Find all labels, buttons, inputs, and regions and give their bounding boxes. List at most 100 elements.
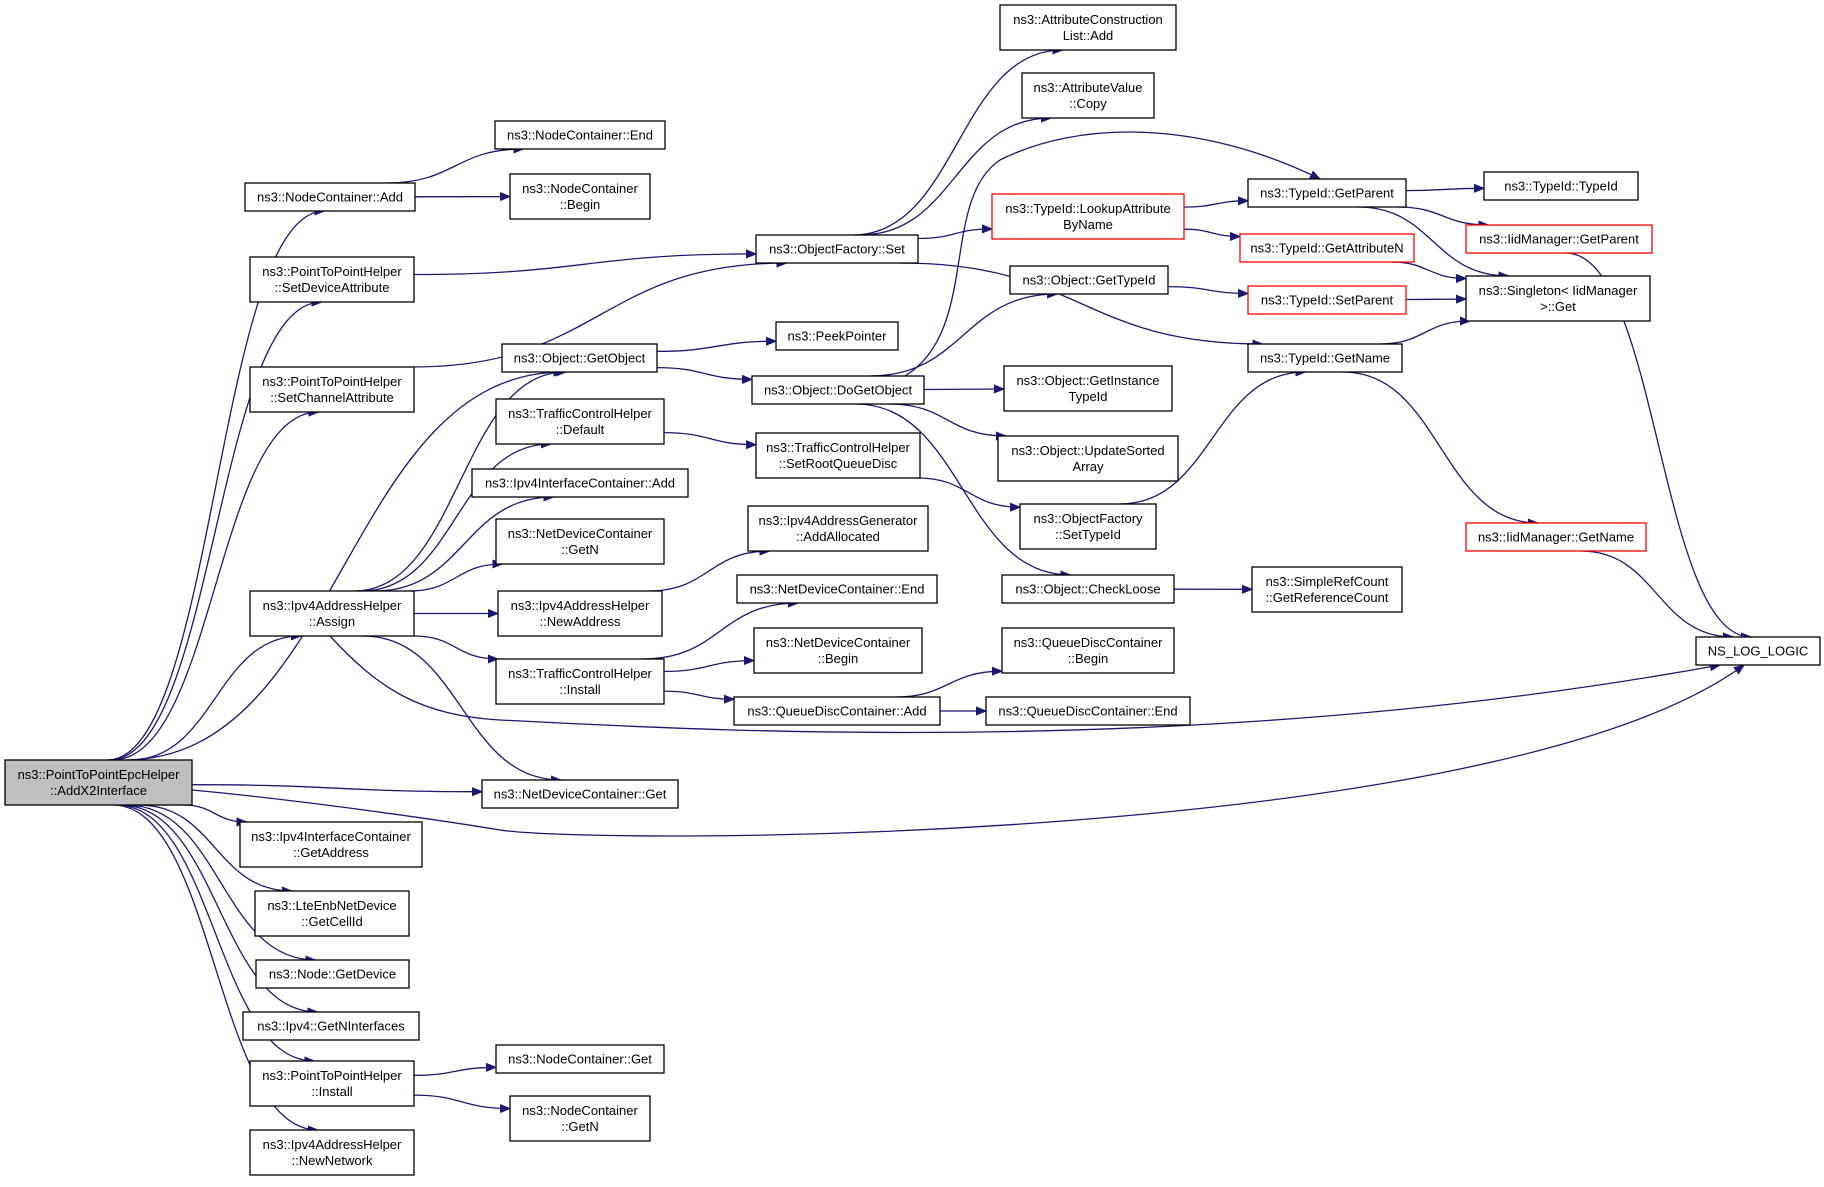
node-label-line: ns3::TrafficControlHelper: [766, 440, 910, 455]
nodes-layer: ns3::PointToPointEpcHelper::AddX2Interfa…: [4, 4, 1821, 1176]
node-p2pSetChan[interactable]: ns3::PointToPointHelper::SetChannelAttri…: [249, 366, 415, 413]
node-label-line: ns3::NetDeviceContainer::End: [750, 582, 925, 597]
node-label-line: ::Install: [559, 682, 600, 697]
node-ncBegin[interactable]: ns3::NodeContainer::Begin: [509, 173, 651, 220]
node-tchDefault[interactable]: ns3::TrafficControlHelper::Default: [495, 398, 665, 445]
node-nodeGetDevice[interactable]: ns3::Node::GetDevice: [255, 959, 410, 989]
node-label-line: ::SetChannelAttribute: [270, 390, 394, 405]
node-box: [1001, 627, 1175, 674]
node-box: [753, 627, 923, 674]
node-objGetTypeId[interactable]: ns3::Object::GetTypeId: [1009, 265, 1169, 295]
node-nsLogLogic[interactable]: NS_LOG_LOGIC: [1695, 636, 1821, 666]
edge-objDoGet-to-objGetInst: [923, 389, 1004, 390]
node-ipv4GenAlloc[interactable]: ns3::Ipv4AddressGenerator::AddAllocated: [747, 505, 929, 552]
node-ipv4icAdd[interactable]: ns3::Ipv4InterfaceContainer::Add: [471, 468, 689, 498]
node-label-line: ::Default: [556, 422, 605, 437]
edge-ofSet-to-aclAdd: [852, 50, 1063, 236]
node-avCopy[interactable]: ns3::AttributeValue::Copy: [1021, 72, 1155, 119]
node-label-line: ::Install: [311, 1084, 352, 1099]
node-iidGetParent[interactable]: ns3::IidManager::GetParent: [1465, 224, 1653, 254]
node-ipv4GetNIf[interactable]: ns3::Ipv4::GetNInterfaces: [242, 1011, 420, 1041]
node-box: [495, 658, 665, 705]
node-label-line: ns3::TypeId::TypeId: [1504, 179, 1617, 194]
node-ofSet[interactable]: ns3::ObjectFactory::Set: [755, 234, 919, 264]
node-objDoGet[interactable]: ns3::Object::DoGetObject: [751, 375, 925, 405]
node-label-line: ::SetTypeId: [1055, 527, 1121, 542]
node-objCheckLoose[interactable]: ns3::Object::CheckLoose: [1001, 574, 1175, 604]
node-label-line: ns3::AttributeConstruction: [1013, 12, 1163, 27]
node-label-line: ::GetReferenceCount: [1266, 590, 1389, 605]
edge-iidGetName-to-nsLogLogic: [1580, 550, 1733, 637]
node-label-line: ::Copy: [1069, 96, 1107, 111]
node-tidTypeId[interactable]: ns3::TypeId::TypeId: [1483, 171, 1639, 201]
node-p2pSetDev[interactable]: ns3::PointToPointHelper::SetDeviceAttrib…: [249, 256, 415, 303]
node-qdcEnd[interactable]: ns3::QueueDiscContainer::End: [985, 696, 1191, 726]
node-box: [1247, 285, 1407, 315]
node-ipv4icGetAddr[interactable]: ns3::Ipv4InterfaceContainer::GetAddress: [239, 821, 423, 868]
edge-objDoGet-to-objGetTypeId: [869, 294, 1057, 377]
node-ipv4NewAddr[interactable]: ns3::Ipv4AddressHelper::NewAddress: [497, 590, 663, 637]
node-box: [1465, 224, 1653, 254]
node-tchSetRoot[interactable]: ns3::TrafficControlHelper::SetRootQueueD…: [755, 432, 921, 479]
node-ndcEnd[interactable]: ns3::NetDeviceContainer::End: [736, 574, 938, 604]
node-ncGet[interactable]: ns3::NodeContainer::Get: [495, 1044, 665, 1074]
node-ipv4NewNet[interactable]: ns3::Ipv4AddressHelper::NewNetwork: [249, 1129, 415, 1176]
node-objGetObject[interactable]: ns3::Object::GetObject: [501, 343, 658, 373]
node-ndcBegin[interactable]: ns3::NetDeviceContainer::Begin: [753, 627, 923, 674]
node-ofSetTypeId[interactable]: ns3::ObjectFactory::SetTypeId: [1019, 503, 1157, 550]
node-ipv4Assign[interactable]: ns3::Ipv4AddressHelper::Assign: [249, 590, 415, 637]
node-label-line: ns3::Object::GetTypeId: [1023, 273, 1156, 288]
node-tidGetAttrN[interactable]: ns3::TypeId::GetAttributeN: [1239, 233, 1415, 263]
node-ncGetN[interactable]: ns3::NodeContainer::GetN: [509, 1095, 651, 1142]
node-label-line: ns3::PointToPointHelper: [262, 374, 402, 389]
node-box: [775, 321, 899, 351]
edge-root-to-ipv4icGetAddr: [182, 804, 247, 822]
node-tidSetParent[interactable]: ns3::TypeId::SetParent: [1247, 285, 1407, 315]
node-root[interactable]: ns3::PointToPointEpcHelper::AddX2Interfa…: [4, 759, 193, 806]
node-lteGetCellId[interactable]: ns3::LteEnbNetDevice::GetCellId: [254, 890, 410, 937]
node-peekPtr[interactable]: ns3::PeekPointer: [775, 321, 899, 351]
node-qdcBegin[interactable]: ns3::QueueDiscContainer::Begin: [1001, 627, 1175, 674]
edge-tchInstall-to-ndcBegin: [663, 661, 754, 673]
edge-objGetObject-to-objDoGet: [656, 366, 752, 380]
node-label-line: >::Get: [1540, 299, 1576, 314]
node-label-line: ns3::Ipv4InterfaceContainer::Add: [485, 476, 675, 491]
node-box: [747, 505, 929, 552]
edge-tchInstall-to-qdcAdd: [663, 690, 734, 699]
node-qdcAdd[interactable]: ns3::QueueDiscContainer::Add: [733, 696, 941, 726]
node-label-line: ::Assign: [309, 614, 355, 629]
node-ndcGet[interactable]: ns3::NetDeviceContainer::Get: [481, 779, 679, 809]
node-tidGetName[interactable]: ns3::TypeId::GetName: [1247, 343, 1403, 373]
node-box: [249, 590, 415, 637]
node-label-line: ::AddX2Interface: [50, 783, 147, 798]
node-tchInstall[interactable]: ns3::TrafficControlHelper::Install: [495, 658, 665, 705]
edge-p2pSetChan-to-ofSet: [412, 263, 787, 368]
node-tidGetParent[interactable]: ns3::TypeId::GetParent: [1247, 178, 1407, 208]
node-label-line: ns3::SimpleRefCount: [1266, 574, 1389, 589]
node-box: [751, 375, 925, 405]
node-label-line: ::GetAddress: [293, 845, 369, 860]
node-ncAdd[interactable]: ns3::NodeContainer::Add: [244, 182, 416, 212]
node-label-line: ::Begin: [818, 651, 858, 666]
node-ncEnd[interactable]: ns3::NodeContainer::End: [494, 120, 666, 150]
node-singletonGet[interactable]: ns3::Singleton< IidManager>::Get: [1465, 275, 1651, 322]
edge-root-to-ipv4Assign: [129, 636, 301, 761]
node-label-line: ns3::IidManager::GetParent: [1479, 232, 1639, 247]
node-label-line: ::AddAllocated: [796, 529, 880, 544]
edge-ipv4Assign-to-tchInstall: [413, 635, 498, 659]
node-ndcGetN[interactable]: ns3::NetDeviceContainer::GetN: [495, 518, 665, 565]
node-iidGetName[interactable]: ns3::IidManager::GetName: [1465, 522, 1647, 552]
node-srcGetRef[interactable]: ns3::SimpleRefCount::GetReferenceCount: [1251, 566, 1403, 613]
node-label-line: ns3::NetDeviceContainer: [508, 526, 653, 541]
node-label-line: ns3::Object::CheckLoose: [1015, 582, 1160, 597]
node-label-line: ::Begin: [1068, 651, 1108, 666]
node-label-line: ns3::Object::DoGetObject: [764, 383, 913, 398]
node-p2pInstall[interactable]: ns3::PointToPointHelper::Install: [249, 1060, 415, 1107]
node-label-line: Array: [1072, 459, 1104, 474]
node-label-line: ns3::ObjectFactory: [1033, 511, 1143, 526]
edge-ofSet-to-tidGetName: [899, 262, 1263, 344]
